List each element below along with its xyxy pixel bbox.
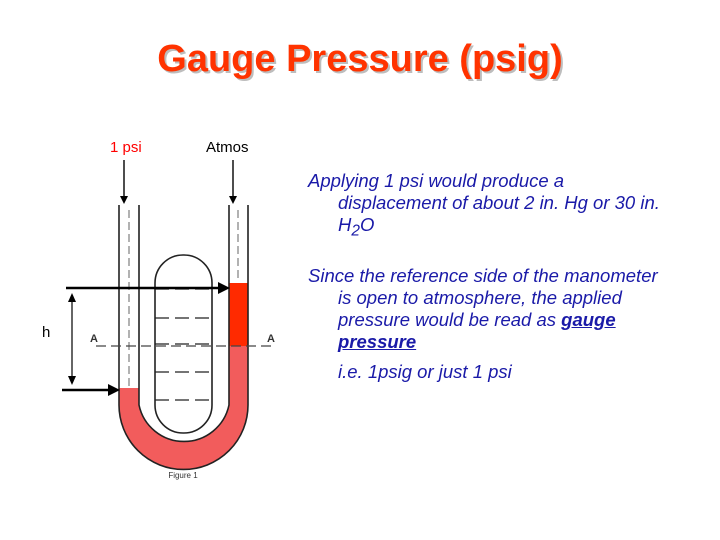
height-label: h	[42, 324, 51, 341]
upper-level-pointer-head	[218, 282, 230, 294]
u-tube-inner	[138, 205, 230, 443]
para2-text: Since the reference side of the manomete…	[308, 264, 658, 330]
explanation-text: Applying 1 psi would produce a displacem…	[308, 170, 668, 383]
atmos-label: Atmos	[206, 139, 249, 156]
paragraph-displacement: Applying 1 psi would produce a displacem…	[308, 170, 668, 243]
paragraph-gauge: Since the reference side of the manomete…	[308, 265, 668, 353]
fluid-right-column	[229, 283, 248, 346]
paragraph-example: i.e. 1psig or just 1 psi	[338, 360, 512, 382]
water-subscript: 2	[351, 222, 360, 240]
applied-pressure-arrowhead	[120, 196, 128, 204]
atmos-arrowhead	[229, 196, 237, 204]
datum-label-left: A	[90, 333, 98, 345]
u-tube-outer	[118, 205, 249, 471]
slide-title: Gauge Pressure (psig)	[157, 38, 563, 80]
applied-pressure-label: 1 psi	[110, 139, 142, 156]
para1-text: Applying 1 psi would produce a displacem…	[308, 170, 660, 235]
gauge-pressure-term: gauge pressure	[338, 308, 616, 352]
height-dimension-bottom-head	[68, 376, 76, 385]
para1-suffix: O	[359, 214, 375, 235]
figure-caption: Figure 1	[168, 471, 198, 480]
fluid-left-column-bend	[119, 346, 248, 470]
height-dimension-top-head	[68, 293, 76, 302]
lower-level-pointer-head	[108, 384, 120, 396]
datum-label-right: A	[267, 333, 275, 345]
